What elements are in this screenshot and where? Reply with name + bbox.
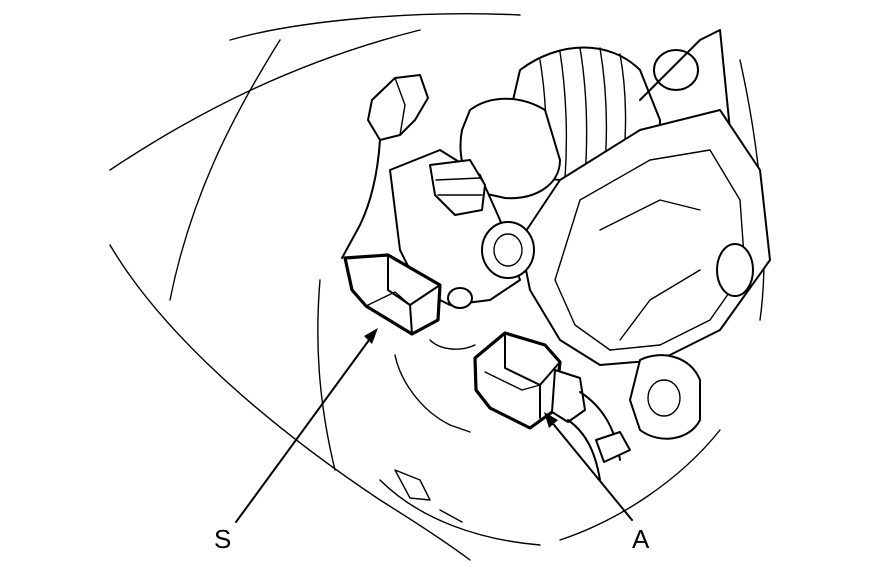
arrowhead-s	[364, 328, 378, 344]
housing-outline	[109, 13, 765, 561]
guide-block	[389, 149, 535, 309]
sensor-a-connector	[473, 331, 586, 430]
leader-s	[235, 335, 373, 523]
upper-bracket	[341, 74, 429, 259]
arrowhead-a	[544, 412, 558, 428]
lower-mount	[394, 339, 701, 523]
leader-a	[549, 419, 633, 521]
tool-s-clip	[343, 253, 442, 336]
wire-harness	[567, 391, 631, 481]
callout-leaders	[235, 328, 633, 523]
callout-label-a: A	[632, 524, 650, 554]
caliper-body	[519, 109, 771, 366]
callout-label-s: S	[214, 524, 231, 554]
